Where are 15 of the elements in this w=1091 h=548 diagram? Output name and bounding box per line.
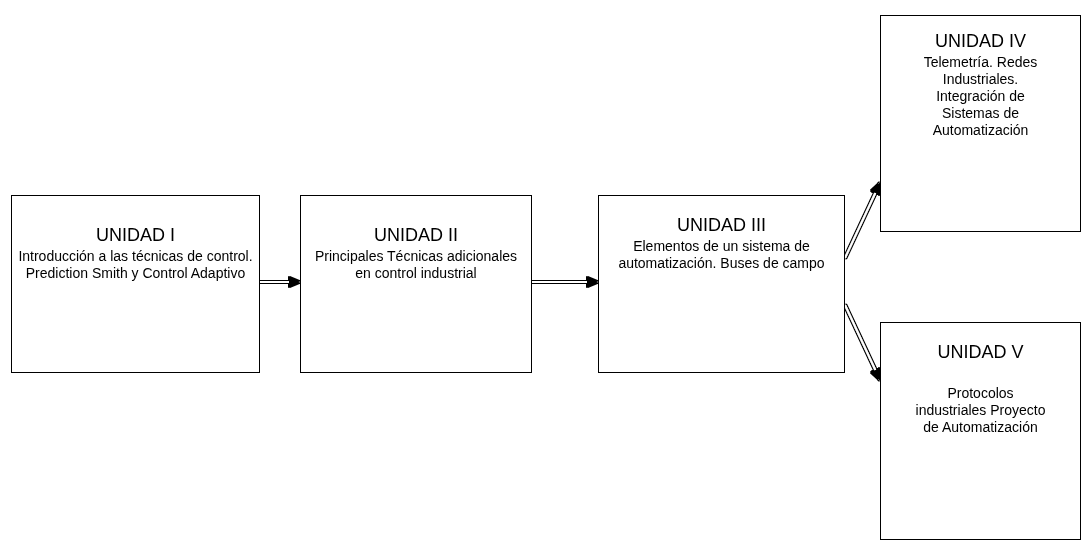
- unit-title: UNIDAD I: [95, 224, 176, 246]
- unit-title: UNIDAD III: [676, 214, 767, 236]
- unit-description: Telemetría. Redes Industriales. Integración de Sistemas de Automatización: [922, 54, 1039, 139]
- unit-description: Principales Técnicas adicionales en control industrial: [313, 248, 519, 282]
- unit-title: UNIDAD IV: [934, 30, 1027, 52]
- unit-description: Introducción a las técnicas de control. Prediction Smith y Control Adaptivo: [18, 248, 253, 282]
- unit-description: Protocolos industriales Proyecto de Automatización: [914, 385, 1047, 436]
- unit-title: UNIDAD II: [373, 224, 459, 246]
- process-box: [880, 322, 1081, 540]
- unit-description: Elementos de un sistema de automatización. Buses de campo: [617, 238, 826, 272]
- process-box: [11, 195, 260, 373]
- process-box: [880, 15, 1081, 232]
- unit-title: UNIDAD V: [936, 341, 1025, 363]
- process-box: [300, 195, 532, 373]
- process-box: [598, 195, 845, 373]
